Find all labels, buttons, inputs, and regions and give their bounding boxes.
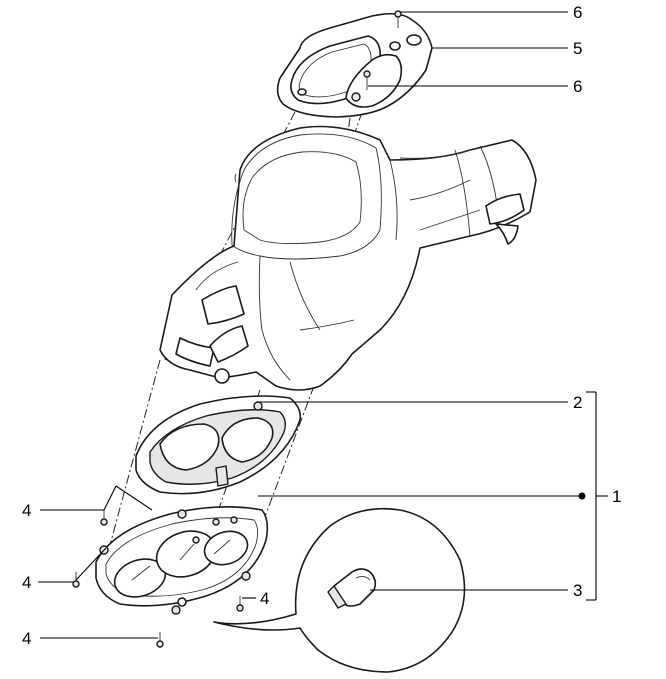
callout-4-bottom: 4 (22, 629, 31, 648)
instrument-cluster (95, 506, 269, 615)
bulb-detail-bubble (213, 507, 466, 673)
frame-screws (363, 10, 402, 90)
instrument-frame (276, 12, 433, 118)
callout-5: 5 (573, 39, 582, 58)
callout-6-top: 6 (573, 3, 582, 22)
callout-1: 1 (612, 487, 621, 506)
callout-3: 3 (573, 581, 582, 600)
callout-2: 2 (573, 393, 582, 412)
lens-cover (135, 395, 302, 495)
callout-6-frame: 6 (573, 77, 582, 96)
callout-labels: 6 5 6 2 1 3 4 4 4 4 (22, 3, 621, 648)
callout-4-right: 4 (260, 589, 269, 608)
callout-dot (578, 492, 586, 500)
handlebar-cover (159, 125, 537, 391)
callout-4-middle-left: 4 (22, 573, 31, 592)
cluster-screws (72, 510, 244, 648)
leader-lines (38, 11, 608, 639)
callout-4-upper-left: 4 (22, 501, 31, 520)
